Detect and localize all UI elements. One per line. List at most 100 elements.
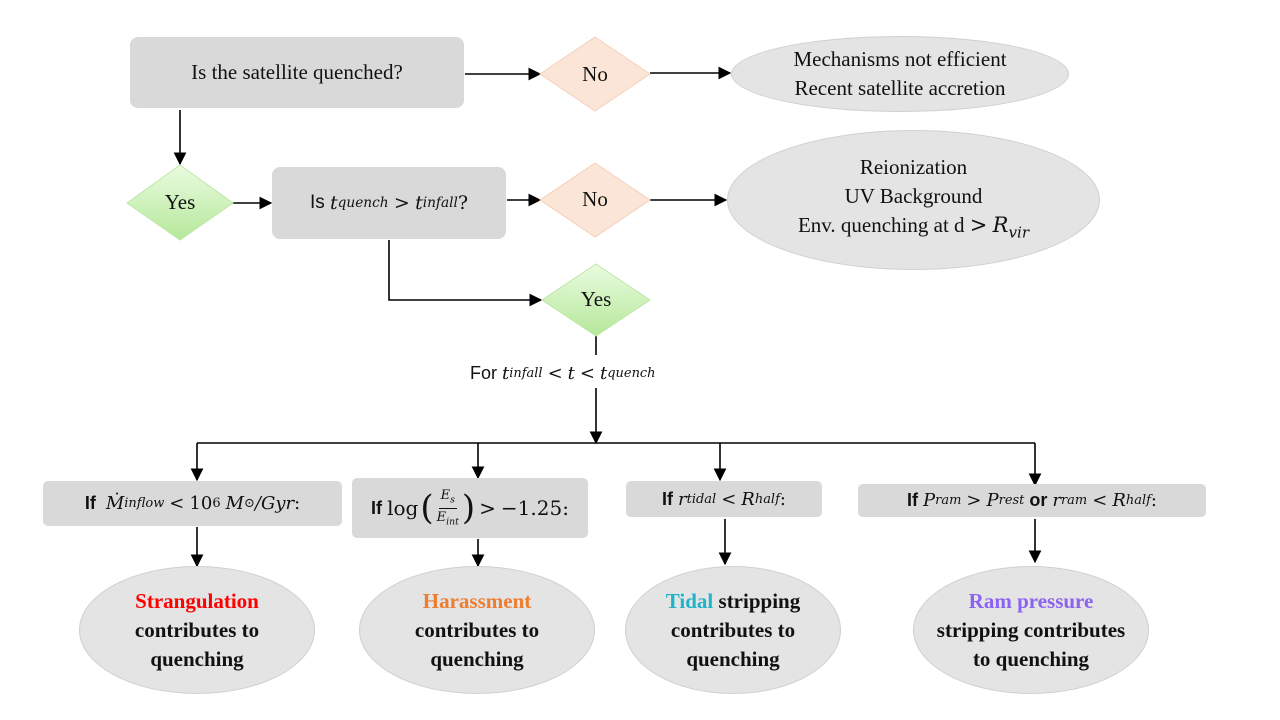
cond2-denominator: Eint — [435, 509, 461, 529]
cond2-Eint: E — [436, 509, 447, 525]
result1-name: Strangulation — [135, 588, 259, 613]
outcome1-line2: Recent satellite accretion — [794, 76, 1006, 100]
cond2-Es: E — [440, 488, 451, 504]
yes-label-1: Yes — [164, 189, 196, 214]
result3-rest1: stripping — [713, 588, 801, 613]
no-diamond-2 — [539, 162, 651, 238]
outcome2-line3: Env. quenching at d > Rvir — [798, 211, 1029, 247]
q2-qmark: ? — [457, 192, 469, 214]
cond4-or: or — [1029, 490, 1048, 510]
outcome1-line1: Mechanisms not efficient — [793, 47, 1007, 71]
cond1-exp: 6 — [212, 496, 221, 511]
cond2-numerator: Es — [438, 487, 457, 509]
yes-label-2: Yes — [580, 286, 612, 311]
no-diamond-1 — [539, 36, 651, 112]
cond2-s-sub: s — [450, 494, 455, 506]
cond1-M: Ṁ — [105, 493, 125, 514]
result4-line3: to quenching — [972, 646, 1090, 671]
outcome2-vir-sub: vir — [1008, 223, 1030, 242]
for-quench-sub: quench — [607, 365, 656, 381]
result2-name: Harassment — [422, 588, 532, 613]
result4-name: Ram pressure — [968, 588, 1094, 613]
result3-line1: Tidal stripping — [666, 587, 800, 616]
cond2-rparen: ) — [461, 488, 476, 528]
cond1-lt: < — [169, 493, 185, 514]
cond4-ram-sub1: ram — [935, 493, 962, 508]
cond1-colon: : — [294, 493, 301, 514]
for-infall-sub: infall — [509, 365, 543, 381]
result3-line2: contributes to — [670, 617, 796, 642]
cond3-tidal-sub: tidal — [686, 491, 717, 507]
outcome2-gt: > — [969, 212, 988, 237]
result-harassment: Harassment contributes to quenching — [359, 566, 595, 694]
no-label-2: No — [582, 186, 608, 211]
for-lt2: < — [579, 362, 596, 384]
cond4-rest-sub: rest — [998, 493, 1025, 508]
cond1-ten: 10 — [189, 493, 213, 514]
yes-diamond-2 — [541, 263, 651, 337]
cond3-if: If — [662, 488, 674, 509]
cond4-r: r — [1052, 490, 1061, 511]
result4-line2: stripping contributes — [936, 617, 1126, 642]
for-t1: t — [502, 362, 510, 384]
cond1-sun-sub: ⊙ — [244, 496, 255, 511]
cond2-value: −1.25 — [500, 496, 563, 520]
cond2-lparen: ( — [420, 488, 434, 528]
for-t3: t — [600, 362, 608, 384]
no-label-1: No — [582, 61, 608, 86]
outcome2-line1: Reionization — [859, 154, 968, 179]
cond4-P1: P — [923, 490, 936, 511]
q2-gt: > — [393, 192, 410, 214]
question-satellite-quenched: Is the satellite quenched? — [130, 37, 464, 108]
outcome-not-efficient: Mechanisms not efficient Recent satellit… — [731, 36, 1069, 112]
q2-t1: t — [330, 192, 338, 214]
cond2-int-sub: int — [446, 515, 459, 527]
for-lt1: < — [547, 362, 563, 384]
yes-diamond-1 — [126, 164, 234, 241]
outcome2-R: R — [992, 212, 1009, 237]
cond1-unit: /Gyr — [254, 493, 295, 514]
cond4-R: R — [1112, 490, 1126, 511]
cond1-if: If — [84, 493, 96, 513]
outcome2-line2: UV Background — [844, 183, 983, 208]
result1-line2: contributes to — [134, 617, 260, 642]
cond4-colon: : — [1150, 490, 1157, 511]
result1-line3: quenching — [150, 646, 244, 671]
result-ram-pressure-stripping: Ram pressure stripping contributes to qu… — [913, 566, 1149, 694]
cond1-inflow-sub: inflow — [124, 496, 165, 511]
cond4-half-sub: half — [1125, 493, 1151, 508]
result3-line3: quenching — [686, 646, 780, 671]
cond1-Msun: M — [225, 493, 245, 514]
cond4-P2: P — [986, 490, 999, 511]
result-tidal-stripping: Tidal stripping contributes to quenching — [625, 566, 841, 694]
cond2-fraction: Es Eint — [435, 487, 461, 529]
outcome2-line3-text: Env. quenching at d — [797, 212, 965, 237]
cond3-R: R — [741, 488, 755, 510]
result2-line3: quenching — [430, 646, 524, 671]
q2-t2: t — [415, 192, 423, 214]
cond2-log: log — [387, 496, 419, 520]
cond3-half-sub: half — [754, 491, 780, 507]
for-t2: t — [567, 362, 575, 384]
cond4-gt: > — [966, 490, 982, 511]
cond4-lt: < — [1092, 490, 1108, 511]
question1-text: Is the satellite quenched? — [191, 60, 403, 84]
q2-quench-sub: quench — [337, 195, 389, 211]
cond3-colon: : — [779, 488, 786, 510]
outcome-reionization: Reionization UV Background Env. quenchin… — [727, 130, 1100, 270]
for-prefix: For — [470, 362, 497, 383]
result3-name: Tidal — [665, 588, 714, 613]
condition-energy-ratio: If log ( Es Eint ) > −1.25: — [352, 478, 588, 538]
cond3-lt: < — [721, 488, 737, 510]
arrow-q2-to-yes — [388, 240, 543, 307]
result-strangulation: Strangulation contributes to quenching — [79, 566, 315, 694]
cond2-if: If — [371, 497, 383, 518]
cond3-r: r — [678, 488, 687, 510]
cond4-ram-sub2: ram — [1060, 493, 1088, 508]
